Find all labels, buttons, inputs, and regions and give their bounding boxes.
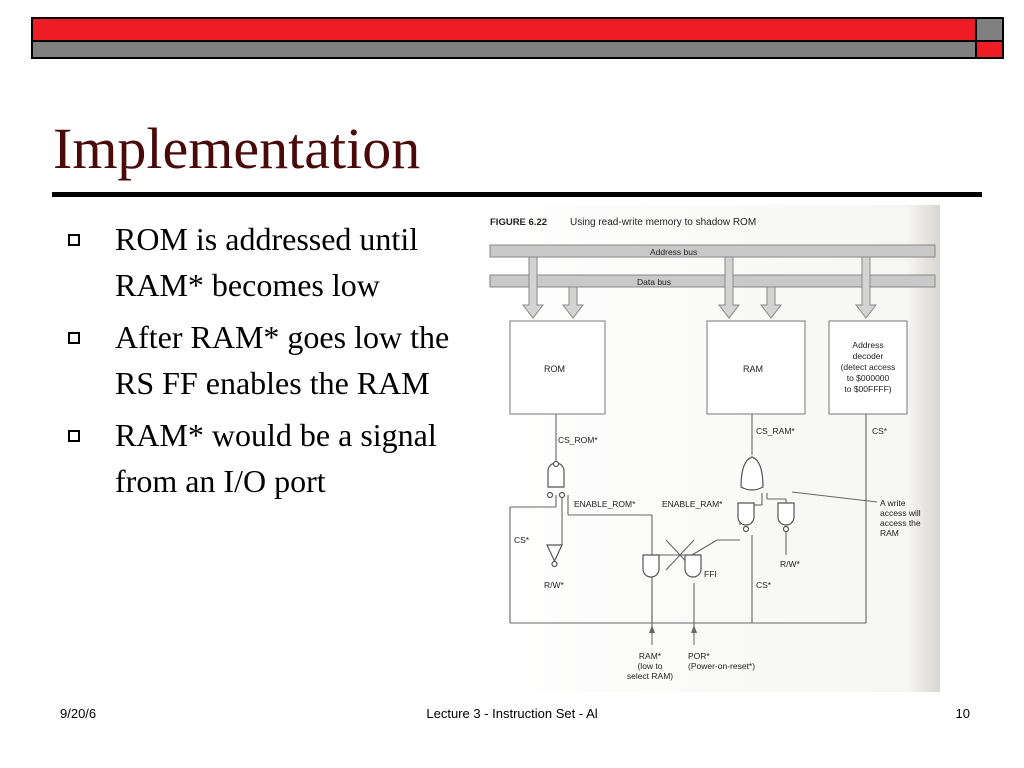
bullet-item: ROM is addressed until RAM* becomes low <box>68 216 468 308</box>
bullet-item: After RAM* goes low the RS FF enables th… <box>68 314 468 406</box>
footer-title: Lecture 3 - Instruction Set - Al <box>426 706 598 721</box>
ram-input-line: (low to <box>637 661 662 671</box>
ram-input-line: select RAM) <box>627 671 673 681</box>
inverter-bubble <box>742 525 750 533</box>
por-input-label: POR* (Power-on-reset*) <box>688 651 755 671</box>
bullet-text: ROM is addressed until RAM* becomes low <box>115 221 419 303</box>
decoder-text: Address decoder (detect access to $00000… <box>841 340 896 394</box>
logic-gates <box>546 456 795 578</box>
ff-gate-left <box>642 554 660 578</box>
write-note-line: RAM <box>880 528 899 538</box>
address-bus-label: Address bus <box>650 247 697 257</box>
decoder-line: to $00FFFF) <box>844 384 891 394</box>
slide-title: Implementation <box>53 116 421 181</box>
por-input-line: (Power-on-reset*) <box>688 661 755 671</box>
address-bus <box>489 244 936 258</box>
decoder-line: to $000000 <box>847 373 890 383</box>
cs-left-label: CS* <box>514 535 530 545</box>
arrowhead <box>691 625 697 633</box>
write-note-line: access the <box>880 518 921 528</box>
figure-caption: Using read-write memory to shadow ROM <box>570 217 756 228</box>
buffer-gate <box>546 544 563 563</box>
cs-bottom-label: CS* <box>756 580 772 590</box>
data-bus <box>489 274 936 288</box>
inverter-bubble <box>546 491 554 499</box>
bus-arrows <box>521 256 878 319</box>
cs-rom-label: CS_ROM* <box>558 435 598 445</box>
ram-label: RAM <box>743 364 763 374</box>
write-note-line: access will <box>880 508 921 518</box>
square-bullet-icon <box>68 332 80 344</box>
circuit-figure: FIGURE 6.22 Using read-write memory to s… <box>462 205 940 692</box>
slide-number: 10 <box>955 706 970 721</box>
header-corner-gray <box>975 17 1004 42</box>
figure-label: FIGURE 6.22 <box>490 217 547 228</box>
square-bullet-icon <box>68 430 80 442</box>
bullet-text: After RAM* goes low the RS FF enables th… <box>115 319 450 401</box>
ff-gate-right <box>684 554 702 578</box>
arrowhead <box>649 625 655 633</box>
decoder-line: Address <box>852 340 883 350</box>
ram-input-label: RAM* (low to select RAM) <box>627 651 673 681</box>
data-bus-label: Data bus <box>637 277 671 287</box>
rw-right-label: R/W* <box>780 559 801 569</box>
decoder-line: (detect access <box>841 362 896 372</box>
ffi-label: FFI <box>704 569 717 579</box>
cs-decoder-label: CS* <box>872 426 888 436</box>
rw-left-label: R/W* <box>544 580 565 590</box>
title-underline <box>52 192 982 197</box>
header-corner-red <box>975 40 1004 59</box>
ram-box <box>706 320 806 415</box>
header-gray-bar <box>31 40 977 59</box>
rom-box <box>509 320 606 415</box>
por-input-line: POR* <box>688 651 710 661</box>
square-bullet-icon <box>68 234 80 246</box>
enable-ram-label: ENABLE_RAM* <box>662 499 723 509</box>
inverter-bubble <box>782 525 790 533</box>
ram-input-line: RAM* <box>639 651 662 661</box>
cs-ram-label: CS_RAM* <box>756 426 795 436</box>
header-red-bar <box>31 17 977 42</box>
write-note: A write access will access the RAM <box>880 498 921 538</box>
and-gate-write1 <box>737 502 755 526</box>
and-gate-write2 <box>777 502 795 526</box>
decoder-line: decoder <box>853 351 884 361</box>
inverter-bubble <box>558 491 566 499</box>
enable-rom-label: ENABLE_ROM* <box>574 499 636 509</box>
footer-date: 9/20/6 <box>60 706 97 721</box>
decoder-box <box>828 320 908 415</box>
inverter-bubble <box>551 560 558 568</box>
rom-label: ROM <box>544 364 565 374</box>
bullet-text: RAM* would be a signal from an I/O port <box>115 417 437 499</box>
inverter-bubble <box>552 460 560 468</box>
bullet-item: RAM* would be a signal from an I/O port <box>68 412 468 504</box>
bullet-list: ROM is addressed until RAM* becomes low … <box>68 216 468 510</box>
or-gate-ram <box>740 456 764 491</box>
write-note-line: A write <box>880 498 906 508</box>
